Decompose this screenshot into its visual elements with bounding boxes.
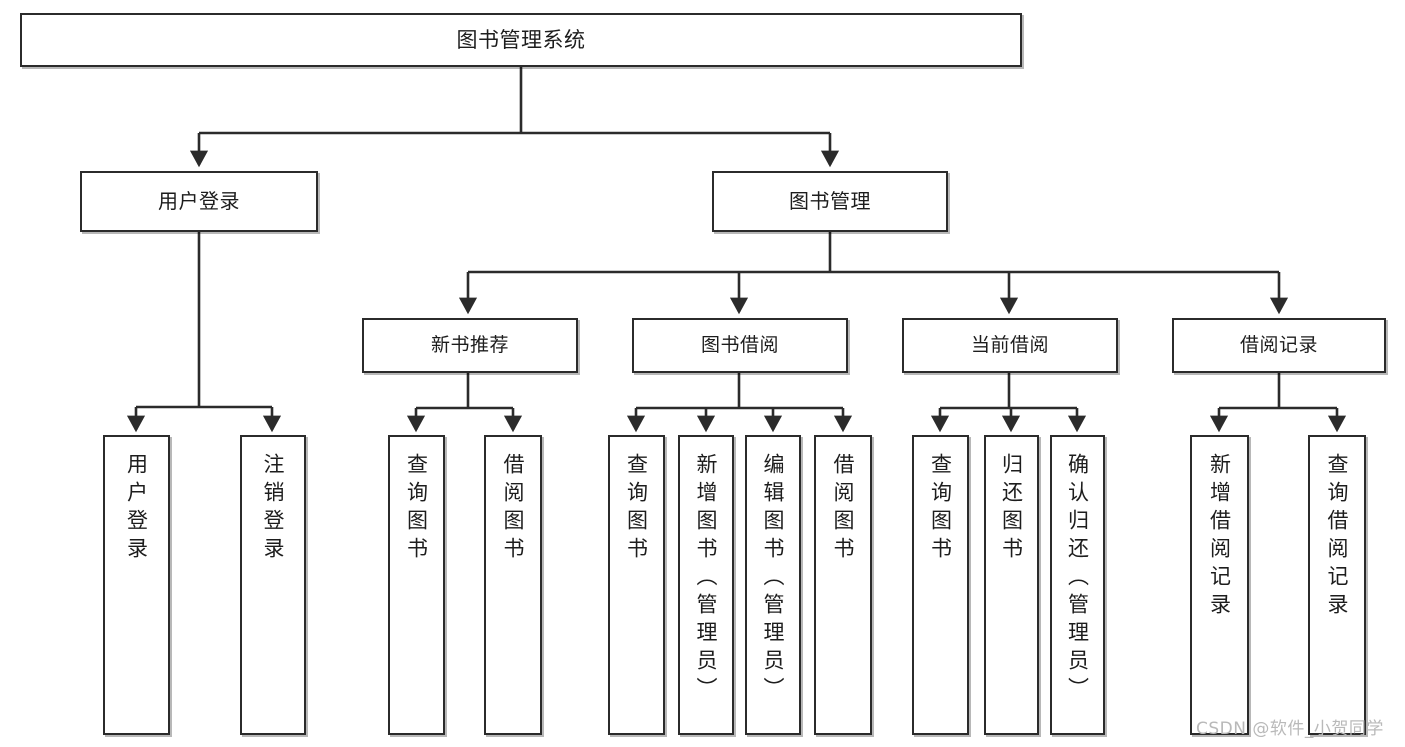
leaf-node-label: 查询图书 (404, 453, 429, 565)
leaf-node-label: 查询图书 (928, 453, 953, 565)
node-borrow-record-label: 借阅记录 (1239, 333, 1318, 356)
leaf-node-label: 查询借阅记录 (1325, 453, 1350, 621)
node-book-borrow[interactable]: 图书借阅 (632, 318, 848, 373)
leaf-node[interactable]: 确认归还（管理员） (1050, 435, 1105, 735)
leaf-node-label: 编辑图书（管理员） (761, 453, 786, 705)
leaf-node[interactable]: 归还图书 (984, 435, 1039, 735)
leaf-node[interactable]: 查询图书 (608, 435, 665, 735)
leaf-node[interactable]: 查询图书 (912, 435, 969, 735)
leaf-node[interactable]: 查询图书 (388, 435, 445, 735)
node-new-book-recommend-label: 新书推荐 (430, 333, 509, 356)
leaf-node[interactable]: 新增图书（管理员） (678, 435, 734, 735)
leaf-node-label: 用户登录 (124, 453, 149, 565)
node-book-borrow-label: 图书借阅 (700, 333, 779, 356)
leaf-node-label: 归还图书 (999, 453, 1024, 565)
leaf-node-label: 确认归还（管理员） (1065, 453, 1090, 705)
node-root[interactable]: 图书管理系统 (20, 13, 1022, 67)
node-new-book-recommend[interactable]: 新书推荐 (362, 318, 578, 373)
leaf-node[interactable]: 注销登录 (240, 435, 306, 735)
leaf-node-label: 借阅图书 (831, 453, 856, 565)
leaf-node[interactable]: 借阅图书 (814, 435, 872, 735)
leaf-node-label: 新增图书（管理员） (694, 453, 719, 705)
node-current-borrow-label: 当前借阅 (970, 333, 1049, 356)
node-borrow-record[interactable]: 借阅记录 (1172, 318, 1386, 373)
node-book-management[interactable]: 图书管理 (712, 171, 948, 232)
node-root-label: 图书管理系统 (456, 27, 586, 52)
leaf-node-label: 借阅图书 (501, 453, 526, 565)
node-user-login-label: 用户登录 (158, 189, 240, 213)
node-user-login[interactable]: 用户登录 (80, 171, 318, 232)
node-book-management-label: 图书管理 (789, 189, 871, 213)
leaf-node[interactable]: 查询借阅记录 (1308, 435, 1366, 735)
leaf-node[interactable]: 借阅图书 (484, 435, 542, 735)
leaf-node-label: 新增借阅记录 (1207, 453, 1232, 621)
leaf-node-label: 查询图书 (624, 453, 649, 565)
csdn-watermark: CSDN @软件_小贺同学 (1196, 719, 1384, 739)
leaf-node-label: 注销登录 (261, 453, 286, 565)
leaf-node[interactable]: 编辑图书（管理员） (745, 435, 801, 735)
node-current-borrow[interactable]: 当前借阅 (902, 318, 1118, 373)
leaf-node[interactable]: 用户登录 (103, 435, 170, 735)
leaf-node[interactable]: 新增借阅记录 (1190, 435, 1249, 735)
